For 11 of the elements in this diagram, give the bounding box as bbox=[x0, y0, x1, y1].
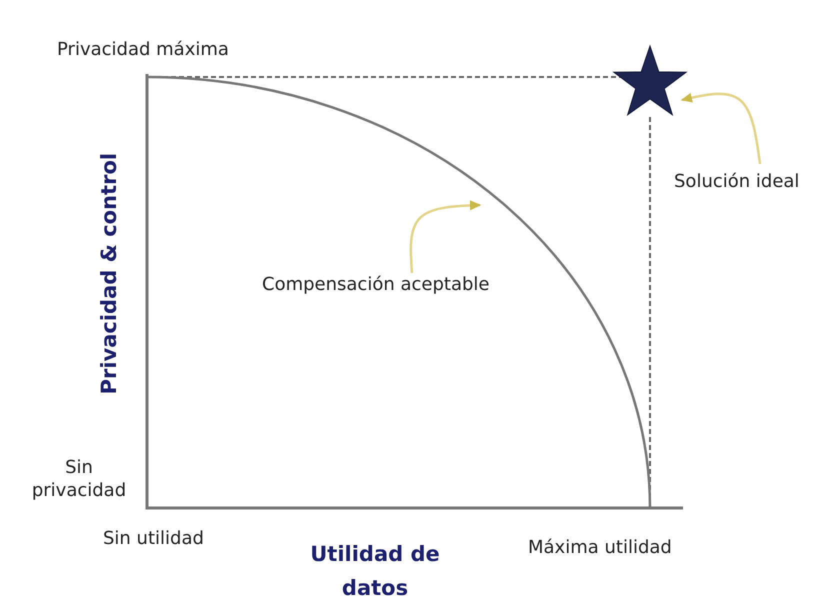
leader-line bbox=[680, 92, 762, 164]
leader-line bbox=[410, 200, 482, 274]
axis-end-label: Máxima utilidad bbox=[528, 536, 672, 560]
annotation-text: Solución ideal bbox=[674, 170, 800, 194]
axis-end-label: Sin utilidad bbox=[103, 527, 204, 550]
annotation-text: Compensación aceptable bbox=[262, 273, 490, 296]
axis-end-label: Privacidad máxima bbox=[57, 38, 229, 62]
axis-end-label: Sin privacidad bbox=[30, 456, 128, 503]
axis-title: Privacidad & control bbox=[96, 153, 122, 395]
axis-title: Utilidad de datos bbox=[309, 541, 441, 600]
star-icon bbox=[612, 44, 688, 118]
